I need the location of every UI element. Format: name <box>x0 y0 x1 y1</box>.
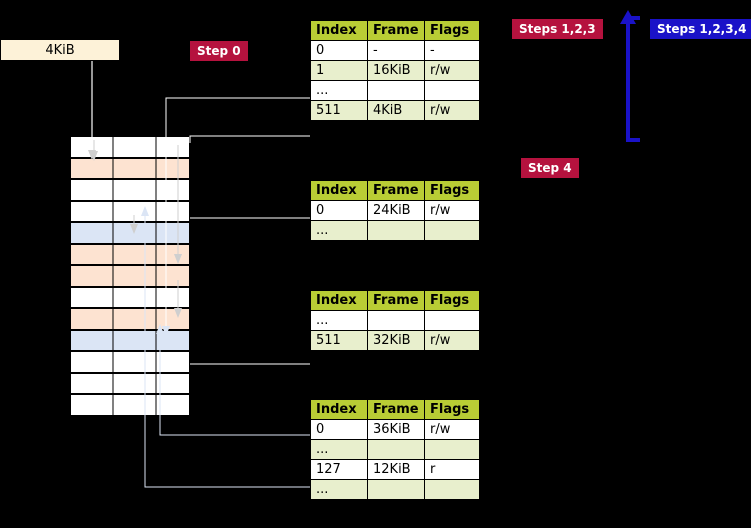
cell-index: 0 <box>310 40 368 61</box>
memory-row <box>70 243 190 265</box>
cell-flags: r/w <box>424 100 480 121</box>
table-row: ... <box>310 220 480 241</box>
cell-index: 127 <box>310 459 368 480</box>
memory-row <box>70 265 190 287</box>
table-row: 0 24KiB r/w <box>310 200 480 221</box>
cell-flags: - <box>424 40 480 61</box>
cell-flags <box>424 479 480 500</box>
cell-frame: 4KiB <box>367 100 425 121</box>
table-row: ... <box>310 479 480 500</box>
column-header-flags: Flags <box>424 290 480 311</box>
memory-row <box>70 179 190 201</box>
cell-flags <box>424 310 480 331</box>
table-header-row: Index Frame Flags <box>310 399 480 420</box>
cell-frame <box>367 220 425 241</box>
column-header-index: Index <box>310 180 368 201</box>
cell-flags: r/w <box>424 200 480 221</box>
cell-index: 0 <box>310 200 368 221</box>
cell-frame <box>367 439 425 460</box>
cell-index: 0 <box>310 419 368 440</box>
cell-frame: 36KiB <box>367 419 425 440</box>
column-header-frame: Frame <box>367 180 425 201</box>
table-header-row: Index Frame Flags <box>310 180 480 201</box>
memory-row <box>70 286 190 308</box>
steps-1234-label: Steps 1,2,3,4 <box>650 19 751 39</box>
memory-row <box>70 308 190 330</box>
cell-index: ... <box>310 310 368 331</box>
pml4-table: Index Frame Flags 0 - - 1 16KiB r/w ... … <box>310 20 480 121</box>
cell-frame: - <box>367 40 425 61</box>
column-header-frame: Frame <box>367 20 425 41</box>
table-row: 1 16KiB r/w <box>310 60 480 81</box>
cell-index: 1 <box>310 60 368 81</box>
column-header-flags: Flags <box>424 180 480 201</box>
table-row: 511 32KiB r/w <box>310 330 480 351</box>
cell-frame: 12KiB <box>367 459 425 480</box>
cell-flags <box>424 220 480 241</box>
column-header-index: Index <box>310 20 368 41</box>
pt-table: Index Frame Flags 0 36KiB r/w ... 127 12… <box>310 399 480 500</box>
column-header-index: Index <box>310 290 368 311</box>
step-4-label: Step 4 <box>521 158 579 178</box>
memory-block-label: 4KiB <box>45 42 75 58</box>
memory-row <box>70 372 190 394</box>
pdpt-table: Index Frame Flags 0 24KiB r/w ... <box>310 180 480 241</box>
cell-frame: 32KiB <box>367 330 425 351</box>
cell-frame: 16KiB <box>367 60 425 81</box>
cell-index: ... <box>310 439 368 460</box>
memory-row <box>70 222 190 244</box>
memory-row <box>70 394 190 416</box>
column-header-frame: Frame <box>367 290 425 311</box>
table-row: 127 12KiB r <box>310 459 480 480</box>
cell-index: ... <box>310 479 368 500</box>
table-row: 0 36KiB r/w <box>310 419 480 440</box>
cell-flags: r/w <box>424 330 480 351</box>
pd-table: Index Frame Flags ... 511 32KiB r/w <box>310 290 480 351</box>
memory-row <box>70 351 190 373</box>
cell-flags: r <box>424 459 480 480</box>
column-header-flags: Flags <box>424 20 480 41</box>
table-header-row: Index Frame Flags <box>310 290 480 311</box>
cell-index: 511 <box>310 100 368 121</box>
column-header-flags: Flags <box>424 399 480 420</box>
column-header-frame: Frame <box>367 399 425 420</box>
cell-frame <box>367 479 425 500</box>
cell-index: ... <box>310 220 368 241</box>
cell-flags <box>424 80 480 101</box>
memory-row <box>70 329 190 351</box>
memory-row <box>70 157 190 179</box>
step-0-label: Step 0 <box>190 41 248 61</box>
cell-index: ... <box>310 80 368 101</box>
table-row: ... <box>310 439 480 460</box>
cell-flags: r/w <box>424 60 480 81</box>
memory-column <box>70 136 190 416</box>
cell-index: 511 <box>310 330 368 351</box>
memory-block-4kib: 4KiB <box>0 39 120 61</box>
cell-frame <box>367 310 425 331</box>
cell-flags <box>424 439 480 460</box>
column-header-index: Index <box>310 399 368 420</box>
memory-row <box>70 136 190 158</box>
table-row: ... <box>310 310 480 331</box>
table-row: 511 4KiB r/w <box>310 100 480 121</box>
table-header-row: Index Frame Flags <box>310 20 480 41</box>
table-row: ... <box>310 80 480 101</box>
cell-frame <box>367 80 425 101</box>
cell-frame: 24KiB <box>367 200 425 221</box>
table-row: 0 - - <box>310 40 480 61</box>
steps-123-label: Steps 1,2,3 <box>512 19 603 39</box>
cell-flags: r/w <box>424 419 480 440</box>
memory-row <box>70 200 190 222</box>
